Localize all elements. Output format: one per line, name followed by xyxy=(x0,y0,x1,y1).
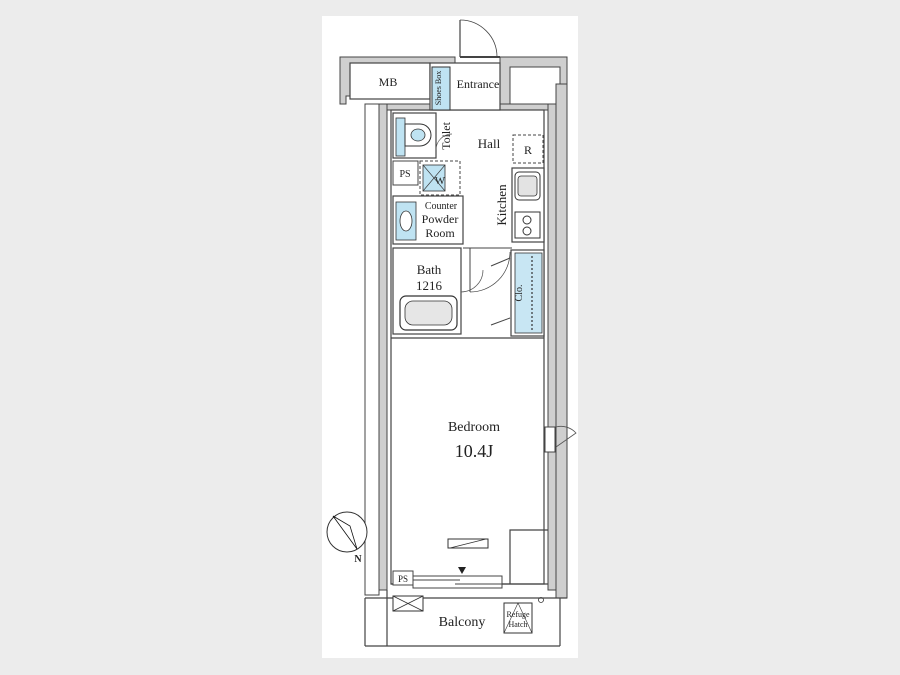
refuge-label: Refuge xyxy=(506,610,530,619)
hall-label: Hall xyxy=(478,136,501,151)
ps-upper: PS xyxy=(392,160,419,186)
ps-lower-label: PS xyxy=(398,574,408,584)
bedroom: Bedroom 10.4J xyxy=(447,420,577,549)
bedroom-side-window xyxy=(544,426,556,453)
exterior-walls xyxy=(339,56,568,599)
toilet-room: Toilet xyxy=(392,112,453,159)
hatch-label: Hatch xyxy=(508,620,527,629)
bath-door-swing xyxy=(460,269,484,293)
entrance-area: Shoes Box Entrance xyxy=(429,19,501,111)
closet-label: Clo. xyxy=(514,285,525,302)
balcony-window xyxy=(412,567,503,589)
counter-label: Counter xyxy=(425,201,458,212)
shoes-box-label: Shoes Box xyxy=(434,71,443,105)
closet: Clo. xyxy=(510,249,545,337)
bath-size-label: 1216 xyxy=(416,278,443,293)
entrance-label: Entrance xyxy=(457,77,500,91)
north-label: N xyxy=(354,554,362,565)
hall-partitions xyxy=(463,247,512,326)
mb-room: MB xyxy=(349,62,431,100)
north-arrow-icon: N xyxy=(326,511,368,565)
washer-space: W xyxy=(419,160,461,196)
powder-label: Powder xyxy=(422,212,459,226)
kitchen: Kitchen xyxy=(494,167,545,243)
toilet-door-swing xyxy=(435,133,453,151)
refrigerator-label: R xyxy=(524,143,532,157)
toilet-tank xyxy=(395,117,406,157)
refrigerator-space: R xyxy=(512,134,544,164)
bedroom-label: Bedroom xyxy=(448,420,500,435)
washer-label: W xyxy=(435,175,446,187)
mb-label: MB xyxy=(379,75,398,89)
side-window-swing xyxy=(555,425,577,448)
ps-upper-label: PS xyxy=(399,169,410,180)
powder-room: Counter Powder Room xyxy=(392,195,464,245)
triangle-down-icon xyxy=(458,567,466,574)
bath-label: Bath xyxy=(417,262,442,277)
ps-lower: PS xyxy=(392,570,414,586)
bedroom-size-label: 10.4J xyxy=(455,441,494,461)
drain-icon xyxy=(538,597,544,603)
kitchen-label: Kitchen xyxy=(494,184,509,226)
balcony: Balcony Refuge Hatch xyxy=(392,595,544,634)
refuge-hatch xyxy=(503,602,533,634)
toilet-label: Toilet xyxy=(439,121,453,149)
shoes-box-cabinet xyxy=(431,66,451,111)
bath-room: Bath 1216 xyxy=(392,247,484,335)
entrance-door-swing xyxy=(459,19,498,58)
balcony-label: Balcony xyxy=(439,615,486,630)
room-label: Room xyxy=(425,226,455,240)
